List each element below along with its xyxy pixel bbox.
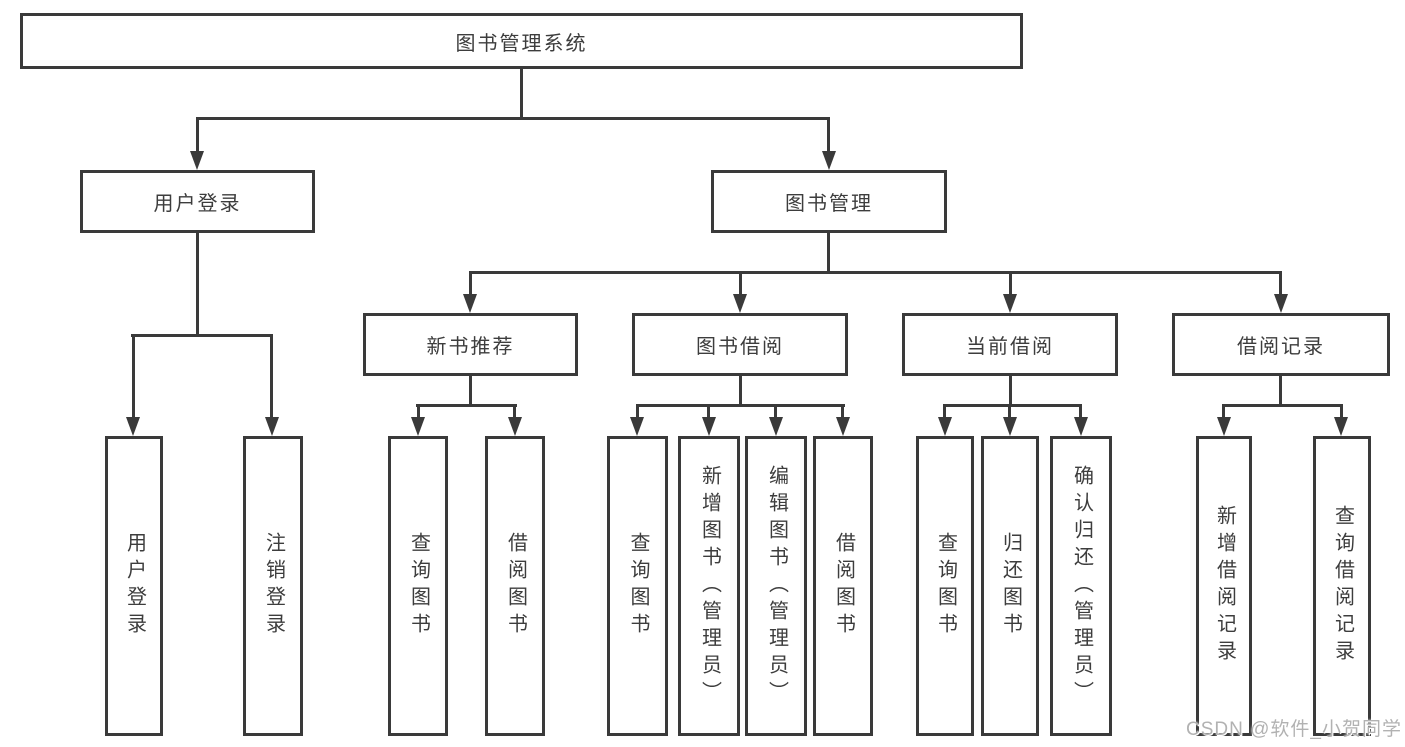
connector-root-hline [196, 117, 830, 120]
connector-stem [417, 404, 420, 419]
node-root: 图书管理系统 [20, 13, 1023, 69]
connector-stem [707, 404, 710, 419]
connector-user-login-vline [196, 233, 199, 336]
leaf-records-add: 新增借阅记录 [1196, 436, 1252, 736]
arrow-down-icon [508, 417, 522, 436]
connector-stem [1222, 404, 1225, 419]
csdn-watermark: CSDN @软件_小贺同学 [1186, 719, 1402, 740]
leaf-new-book-query: 查询图书 [388, 436, 448, 736]
connector-new-book-hline [416, 404, 517, 407]
arrow-down-icon [630, 417, 644, 436]
connector-user-login-stem [196, 117, 199, 153]
connector-records-vline [1279, 376, 1282, 406]
node-borrowing-records: 借阅记录 [1172, 313, 1390, 376]
arrow-down-icon [1217, 417, 1231, 436]
connector-borrowing-vline [739, 376, 742, 406]
connector-stem [1079, 404, 1082, 419]
arrow-down-icon [702, 417, 716, 436]
connector-stem [513, 404, 516, 419]
connector-stem [943, 404, 946, 419]
arrow-down-icon [822, 151, 836, 170]
arrow-down-icon [463, 294, 477, 313]
connector-book-mgmt-stem [827, 117, 830, 153]
connector-leaf-login-stem [132, 334, 135, 418]
arrow-down-icon [411, 417, 425, 436]
arrow-down-icon [836, 417, 850, 436]
leaf-borrowing-add-admin: 新增图书（管理员） [678, 436, 740, 736]
connector-stem [774, 404, 777, 419]
connector-stem [636, 404, 639, 419]
arrow-down-icon [265, 417, 279, 436]
leaf-borrowing-query: 查询图书 [607, 436, 668, 736]
leaf-borrowing-borrow: 借阅图书 [813, 436, 873, 736]
connector-book-mgmt-vline [827, 233, 830, 273]
arrow-down-icon [126, 417, 140, 436]
connector-new-book-vline [469, 376, 472, 406]
connector-current-stem [1009, 271, 1012, 296]
connector-records-hline [1222, 404, 1343, 407]
connector-current-hline [943, 404, 1082, 407]
leaf-current-return: 归还图书 [981, 436, 1039, 736]
connector-stem [1340, 404, 1343, 419]
connector-leaf-logout-stem [270, 334, 273, 418]
leaf-records-query: 查询借阅记录 [1313, 436, 1371, 736]
leaf-new-book-borrow: 借阅图书 [485, 436, 545, 736]
connector-borrowing-stem [739, 271, 742, 296]
arrow-down-icon [733, 294, 747, 313]
node-current-borrowing: 当前借阅 [902, 313, 1118, 376]
arrow-down-icon [1003, 294, 1017, 313]
arrow-down-icon [1274, 294, 1288, 313]
arrow-down-icon [769, 417, 783, 436]
arrow-down-icon [190, 151, 204, 170]
arrow-down-icon [1334, 417, 1348, 436]
leaf-borrowing-edit-admin: 编辑图书（管理员） [745, 436, 807, 736]
connector-stem [841, 404, 844, 419]
connector-new-book-stem [469, 271, 472, 296]
leaf-current-confirm-admin: 确认归还（管理员） [1050, 436, 1112, 736]
arrow-down-icon [938, 417, 952, 436]
arrow-down-icon [1003, 417, 1017, 436]
node-book-management: 图书管理 [711, 170, 947, 233]
connector-borrowing-hline [636, 404, 845, 407]
node-book-borrowing: 图书借阅 [632, 313, 848, 376]
connector-book-mgmt-hline [469, 271, 1282, 274]
connector-root-vline [520, 69, 523, 117]
leaf-logout: 注销登录 [243, 436, 303, 736]
connector-records-stem [1279, 271, 1282, 296]
node-user-login: 用户登录 [80, 170, 315, 233]
arrow-down-icon [1074, 417, 1088, 436]
connector-user-login-hline [131, 334, 273, 337]
leaf-user-login: 用户登录 [105, 436, 163, 736]
connector-stem [1008, 404, 1011, 419]
connector-current-vline [1009, 376, 1012, 406]
node-new-book-recommend: 新书推荐 [363, 313, 578, 376]
leaf-current-query: 查询图书 [916, 436, 974, 736]
